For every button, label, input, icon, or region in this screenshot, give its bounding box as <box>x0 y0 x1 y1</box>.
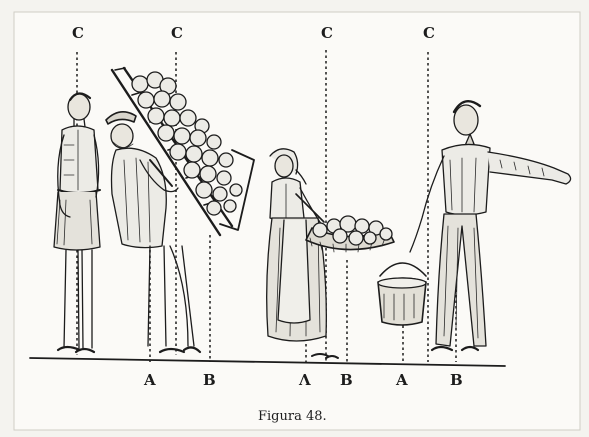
label-c-2: C <box>171 24 183 42</box>
label-a-3: A <box>395 371 408 389</box>
label-b-1: B <box>203 371 216 389</box>
label-c-3: C <box>321 24 333 42</box>
label-c-1: C <box>72 24 84 42</box>
label-c-4: C <box>423 24 435 42</box>
label-a-2: Λ <box>298 371 311 389</box>
label-b-2: B <box>340 371 353 389</box>
figure-caption: Figura 48. <box>258 409 327 424</box>
label-a-1: A <box>143 371 156 389</box>
label-b-3: B <box>450 371 463 389</box>
